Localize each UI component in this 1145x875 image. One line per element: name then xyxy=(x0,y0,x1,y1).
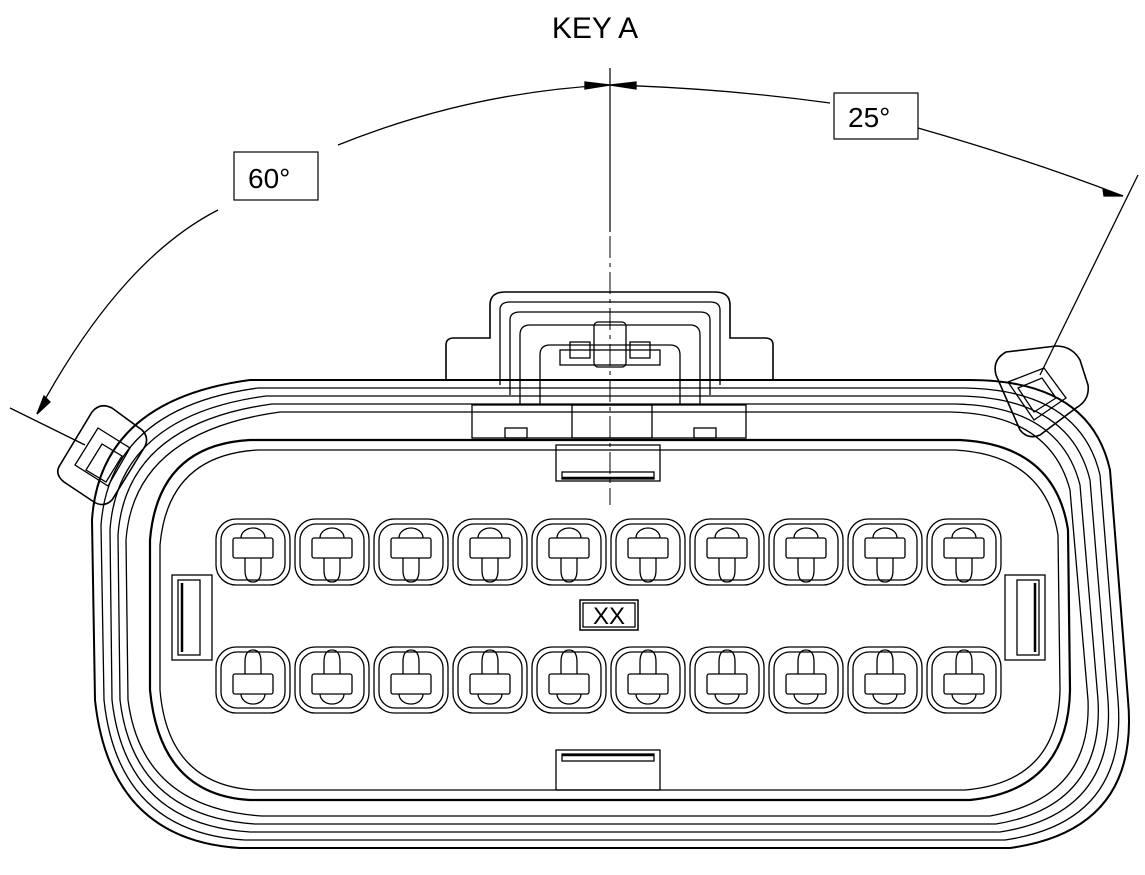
left-mounting-clip xyxy=(56,404,148,506)
cavity xyxy=(373,646,449,714)
cavity xyxy=(531,646,607,714)
marking-box: XX xyxy=(579,599,639,631)
cavity xyxy=(926,518,1002,586)
cavity xyxy=(373,518,449,586)
cavity xyxy=(689,646,765,714)
cavity-row-bottom xyxy=(215,646,1002,714)
inner-cavity-wall xyxy=(148,438,1072,802)
cavity xyxy=(452,518,528,586)
cavity xyxy=(689,518,765,586)
right-mounting-clip xyxy=(994,345,1090,438)
cavity xyxy=(847,518,923,586)
cavity xyxy=(926,646,1002,714)
cavity xyxy=(452,646,528,714)
cavity xyxy=(768,518,844,586)
cavity xyxy=(215,646,291,714)
cavity xyxy=(294,646,370,714)
right-angle-label: 25° xyxy=(848,102,890,133)
top-rib xyxy=(555,444,661,482)
cavity xyxy=(847,646,923,714)
left-side-latch xyxy=(171,574,213,661)
cavity xyxy=(610,646,686,714)
cavity-row-top xyxy=(215,518,1002,586)
left-angle-label: 60° xyxy=(248,163,290,194)
bottom-rib xyxy=(555,749,661,791)
lock-latch xyxy=(445,291,774,439)
cavity xyxy=(768,646,844,714)
marking-label: XX xyxy=(593,603,625,630)
key-label: KEY A xyxy=(552,12,638,45)
connector-housing xyxy=(90,379,1130,849)
cavity xyxy=(531,518,607,586)
cavity xyxy=(610,518,686,586)
cavity xyxy=(215,518,291,586)
cavity xyxy=(294,518,370,586)
angle-dimension-60: 60° xyxy=(9,81,611,446)
right-side-latch xyxy=(1004,574,1046,661)
angle-dimension-25: 25° xyxy=(609,81,1139,376)
